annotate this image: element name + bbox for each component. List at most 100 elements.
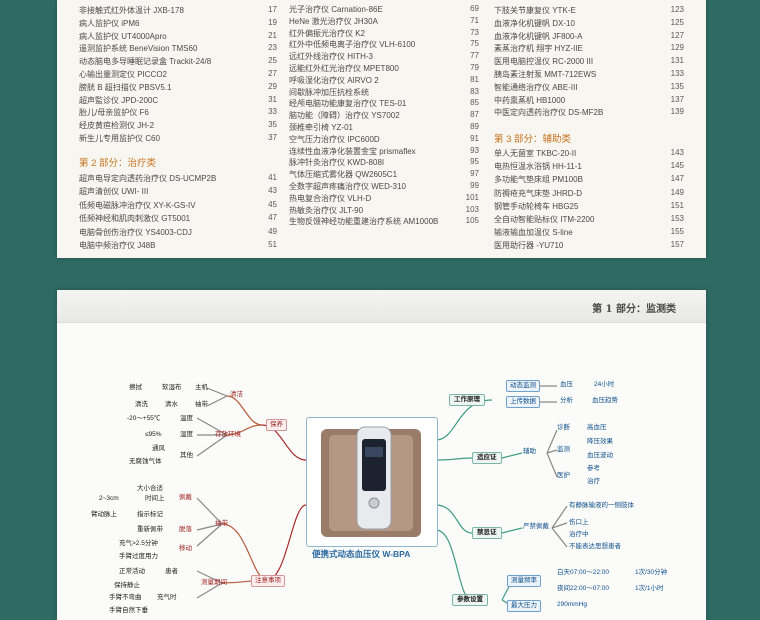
toc-entry-title: 电热恒温水浴锅 HH-11-1 [494,162,582,172]
toc-entry-page: 103 [465,204,479,214]
toc-entry-page: 127 [670,30,684,40]
toc-entry: 红外偏振光治疗仪 K2 73 [289,28,479,39]
node-shoubi3: 手臂自然下垂 [109,607,148,614]
toc-entry: 超声清创仪 UWI- III 43 [79,186,277,197]
toc-entry-title: 单人无菌室 TKBC-20-II [494,149,577,158]
toc-entry-page: 81 [470,74,479,84]
toc-entry-title: 空气压力治疗仪 IPC600D [289,134,380,144]
node-jiance: 监测 [557,446,570,453]
toc-entry: 电热恒温水浴锅 HH-11-1 145 [494,161,684,172]
toc-entry-page: 21 [268,30,277,40]
toc-entry-title: 超声电导定向透药治疗仪 DS-UCMP2B [79,174,217,183]
toc-entry-title: 遥测监护系统 BeneVision TMS60 [79,44,198,54]
toc-entry: 远红外线治疗仪 HITH-3 77 [289,51,479,62]
toc-entry-page: 49 [268,226,277,236]
node-xiudai: 袖带 [195,401,208,408]
node-fenxi: 分析 [560,397,573,404]
node-qingjie: 清洁 [230,391,243,398]
node-xueya: 血压 [560,381,573,388]
toc-entry-page: 153 [670,214,684,223]
node-zhishi: 指示标记 [137,511,163,518]
toc-entry-title: 智能通络治疗仪 ABE-III [494,82,578,92]
toc-entry-page: 51 [268,240,277,249]
toc-entry-page: 93 [470,145,479,155]
toc-entry-title: 低频神经和肌肉刺激仪 GT5001 [79,214,191,224]
mindmap-branches [196,385,568,607]
toc-entry-page: 77 [470,51,479,61]
node-tuoluo: 脱落 [179,526,192,533]
node-shidu-val: ≤95% [145,431,162,438]
toc-entry-page: 83 [470,86,479,96]
toc-entry-page: 29 [268,81,277,91]
toc-entry-title: 颈椎牵引椅 YZ-01 [289,123,354,132]
toc-entry-page: 145 [670,161,684,171]
toc-entry-title: 远红外线治疗仪 HITH-3 [289,52,373,62]
toc-entry-title: 呼吸湿化治疗仪 AIRVO 2 [289,75,379,85]
node-cunfang: 存放环境 [215,431,241,438]
toc-entry-page: 25 [268,56,277,66]
node-jiangya: 降压效果 [587,438,613,445]
toc-entry-title: 钢管手动轮椅车 HBG25 [494,201,579,211]
toc-entry-page: 19 [268,17,277,27]
toc-entry-page: 35 [268,120,277,130]
toc-entry-page: 73 [470,27,479,37]
toc-entry-page: 43 [268,186,277,196]
node-zuida: 最大压力 [507,600,541,612]
node-zhenduan: 诊断 [557,424,570,431]
toc-entry-page: 137 [670,94,684,104]
node-qingxi: 清洗 [135,401,148,408]
node-celiang: 测量期间 [201,579,227,586]
toc-entry: 血液净化机键帆 DX-10 125 [494,18,684,29]
toc-entry: 遥测监护系统 BeneVision TMS60 23 [79,43,277,54]
toc-section-heading: 第 2 部分：治疗类 [79,158,157,169]
toc-entry-page: 125 [670,17,684,27]
toc-entry: 间歇脉冲加压抗栓系统 83 [289,87,479,98]
toc-entry-title: 心输出量测定仪 PICCO2 [79,70,168,79]
toc-entry-title: 热电复合治疗仪 VLH-D [289,193,372,203]
toc-entry-page: 139 [670,107,684,117]
toc-entry-page: 101 [465,192,479,202]
toc-entry-title: 脉冲针灸治疗仪 KWD-808I [289,158,385,168]
node-yuhou: 医护 [557,472,570,479]
node-gaoxueya: 高血压 [587,424,607,431]
node-mobu: 擦拭 [129,384,142,391]
toc-entry-title: 中药熏蒸机 HB1000 [494,95,566,105]
toc-entry-page: 87 [470,110,479,120]
node-peidai: 佩戴 [179,494,192,501]
toc-entry-title: 全数字超声疼痛治疗仪 WED-310 [289,182,406,191]
toc-entry-page: 45 [268,199,277,209]
toc-entry-title: 光子治疗仪 Carnation-86E [289,5,383,14]
node-wu: 无腐蚀气体 [129,458,162,465]
toc-entry-title: 防褥疮充气床垫 JHRD-D [494,188,582,198]
toc-entry-page: 23 [268,43,277,53]
node-zhiliao: 治疗 [587,478,600,485]
toc-entry-title: 间歇脉冲加压抗栓系统 [289,87,369,97]
toc-entry-title: 超声清创仪 UWI- III [79,187,149,197]
toc-entry-title: 红外偏振光治疗仪 K2 [289,28,366,38]
toc-entry-page: 143 [670,148,684,157]
toc-entry-title: 生物反馈神经功能重建治疗系统 AM1000B [289,217,439,227]
toc-entry-title: 血液净化机键帆 DX-10 [494,18,575,28]
toc-entry-title: 动态脑电多导睡眠记录盒 Trackit-24/8 [79,57,212,67]
